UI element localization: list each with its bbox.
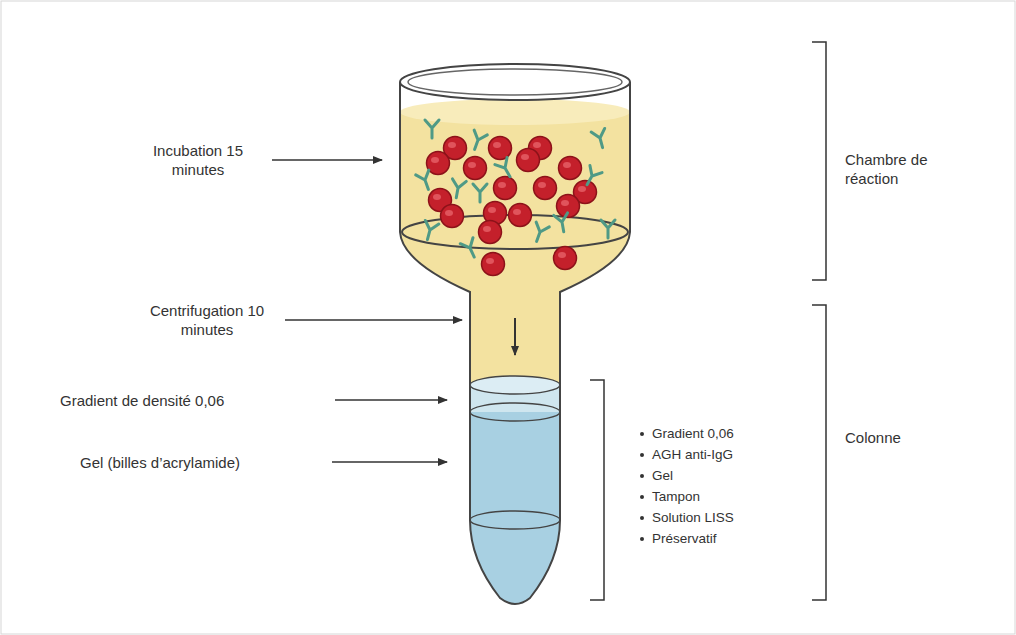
gradient-top xyxy=(470,376,560,394)
centrifuge-arrow xyxy=(514,318,516,355)
leader-arrow xyxy=(285,319,462,321)
list-item: Gel xyxy=(652,467,792,485)
cup-rim-inner xyxy=(408,69,622,95)
callout-label: Gradient de densité 0,06 xyxy=(60,391,330,410)
antibody xyxy=(421,220,439,241)
list-item: Préservatif xyxy=(652,530,792,548)
cell-highlight xyxy=(498,182,506,188)
list-item: AGH anti-IgG xyxy=(652,446,792,464)
antibody xyxy=(416,170,435,192)
bracket xyxy=(812,42,826,280)
red-cell xyxy=(559,157,582,180)
red-cell xyxy=(534,177,557,200)
callout-label: Gel (billes d’acrylamide) xyxy=(80,453,325,472)
antibody xyxy=(530,222,549,244)
red-cell xyxy=(482,253,505,276)
antibody xyxy=(473,184,487,202)
bullet-dot xyxy=(640,516,644,520)
cell-highlight xyxy=(558,252,566,258)
cell-highlight xyxy=(493,142,501,148)
leader-arrow xyxy=(272,159,382,161)
callout-label: Centrifugation 10 minutes xyxy=(148,301,266,339)
antibody xyxy=(601,220,615,238)
callout-label: Chambre de réaction xyxy=(845,150,945,188)
leader-arrow xyxy=(332,461,447,463)
bullet-dot xyxy=(640,495,644,499)
red-cell xyxy=(479,221,502,244)
cell-highlight xyxy=(533,142,541,148)
red-cell xyxy=(517,149,540,172)
cell-highlight xyxy=(488,207,496,213)
antibody xyxy=(468,130,487,152)
cup-contents xyxy=(390,60,640,622)
cell-highlight xyxy=(431,157,439,163)
list-item: Solution LISS xyxy=(652,509,792,527)
cell-highlight xyxy=(486,258,494,264)
cup-rim xyxy=(400,64,630,100)
cells-and-antibodies xyxy=(416,120,615,276)
antibody xyxy=(581,166,602,189)
red-cell xyxy=(464,157,487,180)
cell-highlight xyxy=(468,162,476,168)
cell-highlight xyxy=(521,154,529,160)
list-item: Tampon xyxy=(652,488,792,506)
cell-highlight xyxy=(483,226,491,232)
gel-top xyxy=(470,403,560,421)
cell-highlight xyxy=(578,186,586,192)
list-item: Gradient 0,06 xyxy=(652,425,792,443)
red-cell xyxy=(494,177,517,200)
cell-highlight xyxy=(433,194,441,200)
bullet-dot xyxy=(640,453,644,457)
antibody xyxy=(495,158,516,181)
red-cell xyxy=(509,204,532,227)
gel-ring xyxy=(470,511,560,529)
cell-highlight xyxy=(563,162,571,168)
callout-label: Colonne xyxy=(845,428,965,447)
bracket xyxy=(812,305,826,600)
cup-outline xyxy=(400,82,630,604)
cell-highlight xyxy=(513,209,521,215)
antibody xyxy=(460,238,480,260)
bullet-dot xyxy=(640,432,644,436)
antibody xyxy=(449,179,466,199)
cell-highlight xyxy=(561,200,569,206)
antibody xyxy=(554,213,571,233)
leader-arrow xyxy=(335,399,447,401)
antibody xyxy=(591,128,609,149)
red-cell xyxy=(441,205,464,228)
antibody xyxy=(425,120,439,138)
bullet-dot xyxy=(640,474,644,478)
bullet-dot xyxy=(640,537,644,541)
callout-label: Incubation 15 minutes xyxy=(152,141,244,179)
cell-highlight xyxy=(538,182,546,188)
red-cell xyxy=(489,137,512,160)
cell-highlight xyxy=(448,142,456,148)
red-cell xyxy=(554,247,577,270)
cell-highlight xyxy=(445,210,453,216)
bracket xyxy=(590,380,604,600)
